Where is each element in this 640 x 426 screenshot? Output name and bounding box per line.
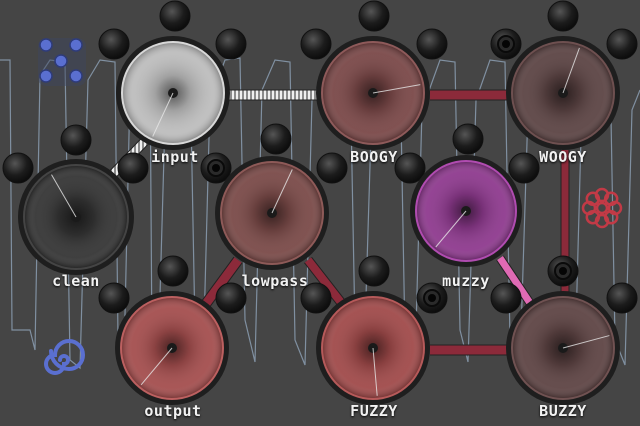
knob-indicator	[271, 169, 293, 214]
port-input-1[interactable]	[98, 28, 130, 60]
port-output-1[interactable]	[98, 282, 130, 314]
port-woogy-2[interactable]	[606, 28, 638, 60]
node-buzzy[interactable]	[490, 255, 638, 405]
port-boogy-1[interactable]	[300, 28, 332, 60]
knob-buzzy[interactable]	[506, 291, 620, 405]
port-clean-2[interactable]	[117, 152, 149, 184]
cable-muzzy-buzzy[interactable]	[497, 256, 533, 305]
port-boogy-2[interactable]	[416, 28, 448, 60]
node-fuzzy[interactable]	[300, 255, 448, 405]
knob-indicator	[372, 347, 378, 396]
knob-indicator	[435, 210, 467, 248]
knob-muzzy[interactable]	[410, 155, 522, 267]
port-fuzzy-2[interactable]	[416, 282, 448, 314]
port-muzzy-0[interactable]	[452, 123, 484, 155]
knob-indicator	[372, 84, 421, 94]
port-input-2[interactable]	[215, 28, 247, 60]
node-output[interactable]	[98, 255, 247, 405]
port-output-2[interactable]	[215, 282, 247, 314]
port-buzzy-2[interactable]	[606, 282, 638, 314]
port-fuzzy-0[interactable]	[358, 255, 390, 287]
node-muzzy[interactable]	[394, 123, 540, 267]
port-muzzy-2[interactable]	[508, 152, 540, 184]
port-lowpass-1[interactable]	[200, 152, 232, 184]
spiral-icon	[44, 339, 85, 375]
port-clean-0[interactable]	[60, 124, 92, 156]
cable-lowpass-output[interactable]	[201, 257, 242, 308]
port-woogy-1[interactable]	[490, 28, 522, 60]
knob-indicator	[152, 92, 174, 137]
port-clean-1[interactable]	[2, 152, 34, 184]
port-buzzy-0[interactable]	[547, 255, 579, 287]
knob-indicator	[51, 174, 77, 218]
knob-clean[interactable]	[18, 159, 134, 275]
port-lowpass-0[interactable]	[260, 123, 292, 155]
knob-lowpass[interactable]	[215, 156, 329, 270]
port-muzzy-1[interactable]	[394, 152, 426, 184]
node-woogy[interactable]	[490, 0, 638, 150]
flower-icon	[581, 187, 623, 229]
node-boogy[interactable]	[300, 0, 448, 150]
node-clean[interactable]	[2, 124, 149, 275]
knob-woogy[interactable]	[506, 36, 620, 150]
port-buzzy-1[interactable]	[490, 282, 522, 314]
node-cluster-icon	[38, 38, 86, 86]
cable-lowpass-fuzzy[interactable]	[304, 257, 347, 308]
knob-boogy[interactable]	[316, 36, 430, 150]
port-output-0[interactable]	[157, 255, 189, 287]
knob-fuzzy[interactable]	[316, 291, 430, 405]
node-input[interactable]	[98, 0, 247, 150]
port-woogy-0[interactable]	[547, 0, 579, 32]
knob-input[interactable]	[116, 36, 230, 150]
port-boogy-0[interactable]	[358, 0, 390, 32]
knob-indicator	[562, 335, 610, 349]
knob-output[interactable]	[115, 291, 229, 405]
knob-indicator	[140, 347, 173, 386]
port-input-0[interactable]	[159, 0, 191, 32]
knob-indicator	[562, 47, 580, 94]
port-fuzzy-1[interactable]	[300, 282, 332, 314]
port-lowpass-2[interactable]	[316, 152, 348, 184]
node-lowpass[interactable]	[200, 123, 348, 270]
